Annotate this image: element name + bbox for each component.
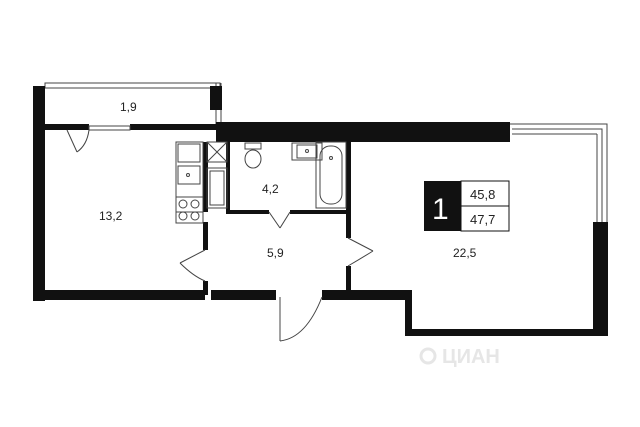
loggia-area-label: 1,9 <box>120 100 137 114</box>
living-area-label: 22,5 <box>453 246 477 260</box>
total-area-value: 47,7 <box>470 212 495 227</box>
room-count-box <box>424 181 461 231</box>
hall-area-label: 5,9 <box>267 246 284 260</box>
watermark: ЦИАН <box>419 346 500 368</box>
bathroom-area-label: 4,2 <box>262 182 279 196</box>
kitchen-door <box>179 249 206 282</box>
kitchen-equipment <box>175 141 204 224</box>
bathroom-door <box>268 211 291 229</box>
kitchen-window <box>88 125 131 131</box>
area-summary-badge: 1 45,8 47,7 <box>424 180 510 232</box>
loggia-door <box>66 129 90 153</box>
room-count: 1 <box>432 193 449 226</box>
watermark-text: ЦИАН <box>442 346 500 368</box>
living-door <box>347 237 374 267</box>
kitchen-area-label: 13,2 <box>99 209 123 223</box>
living-area-value: 45,8 <box>470 187 495 202</box>
bathroom-fixtures <box>206 141 347 209</box>
walls <box>33 86 608 336</box>
bay-window <box>510 123 608 222</box>
loggia-pillar <box>210 86 222 110</box>
partitions <box>203 142 351 295</box>
entrance-door <box>279 296 323 342</box>
